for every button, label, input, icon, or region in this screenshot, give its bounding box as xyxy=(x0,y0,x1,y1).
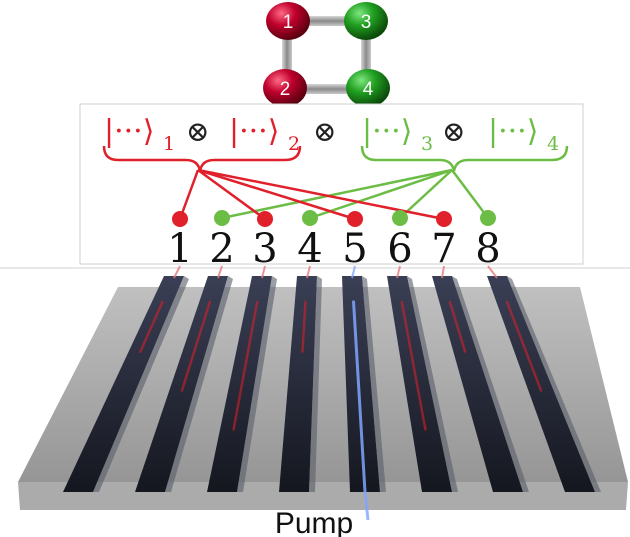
ket-subscript-4: 4 xyxy=(547,133,559,155)
atom-4 xyxy=(346,69,390,107)
port-dot-1 xyxy=(172,211,188,227)
waveguide-side-7 xyxy=(452,276,529,492)
output-lead-7 xyxy=(441,265,445,279)
output-lead-1 xyxy=(173,265,181,279)
atom-label-2: 2 xyxy=(280,79,291,100)
waveguide-8 xyxy=(487,276,595,492)
waveguide-1 xyxy=(63,276,184,492)
output-lead-4 xyxy=(306,265,311,279)
waveguide-6 xyxy=(387,276,452,492)
photon-glow-3 xyxy=(232,300,259,431)
bond-1-3 xyxy=(289,16,361,26)
waveguide-side-3 xyxy=(237,276,277,492)
port-dot-4 xyxy=(302,210,318,226)
waveguide-3 xyxy=(207,276,272,492)
atom-label-1: 1 xyxy=(283,12,294,33)
pump-beam xyxy=(352,300,367,494)
output-lead-8 xyxy=(487,265,498,279)
port-dot-6 xyxy=(392,210,408,226)
atom-1 xyxy=(266,2,310,40)
ket-subscript-3: 3 xyxy=(421,133,433,155)
waveguide-5 xyxy=(342,276,380,492)
fan-line-3 xyxy=(197,168,266,221)
fan-line-2 xyxy=(221,168,453,220)
bond-3-4 xyxy=(361,28,371,82)
waveguide-side-4 xyxy=(309,276,322,492)
state-frame xyxy=(79,103,584,265)
fan-line-4 xyxy=(309,168,453,220)
output-lead-6 xyxy=(396,265,401,279)
photon-glow-2 xyxy=(180,300,212,392)
waveguide-side-5 xyxy=(362,276,386,492)
waveguide-4 xyxy=(279,276,317,492)
port-label-5: 5 xyxy=(342,226,367,272)
waveguide-side-8 xyxy=(507,276,601,492)
otimes-2: ⊗ xyxy=(313,115,336,148)
ket-1: |···⟩ xyxy=(104,114,154,149)
output-lead-3 xyxy=(261,265,266,279)
waveguide-side-2 xyxy=(165,276,233,492)
port-dot-5 xyxy=(347,211,363,227)
waveguide-side-1 xyxy=(93,276,189,492)
output-lead-2 xyxy=(217,265,223,279)
atom-2 xyxy=(263,69,307,107)
ket-subscript-2: 2 xyxy=(288,133,300,155)
ket-4: |···⟩ xyxy=(488,114,538,149)
photon-glow-7 xyxy=(448,300,467,353)
port-dot-8 xyxy=(480,210,496,226)
port-label-7: 7 xyxy=(431,226,456,272)
port-label-3: 3 xyxy=(252,226,277,272)
bond-2-4 xyxy=(289,84,361,94)
fan-line-1 xyxy=(178,169,200,220)
output-lead-5 xyxy=(351,265,356,279)
chip-front-face xyxy=(18,482,628,510)
pump-label: Pump xyxy=(275,507,353,537)
ket-2: |···⟩ xyxy=(229,114,279,149)
port-label-6: 6 xyxy=(387,226,412,272)
photon-glow-6 xyxy=(400,300,427,431)
port-label-1: 1 xyxy=(167,226,192,272)
port-label-8: 8 xyxy=(475,226,500,272)
ket-3: |···⟩ xyxy=(362,114,412,149)
waveguide-7 xyxy=(432,276,523,492)
bond-1-2 xyxy=(282,28,292,82)
port-dot-2 xyxy=(214,210,230,226)
pump-input-beam xyxy=(363,491,370,521)
ket-subscript-1: 1 xyxy=(163,133,175,155)
waveguide-side-6 xyxy=(407,276,458,492)
port-dot-3 xyxy=(257,211,273,227)
waveguide-2 xyxy=(135,276,228,492)
otimes-1: ⊗ xyxy=(186,115,209,148)
fan-line-5 xyxy=(197,168,356,221)
molecule: 1 3 2 4 xyxy=(263,2,390,107)
chip xyxy=(18,265,628,521)
fan-line-6 xyxy=(399,169,453,219)
port-label-4: 4 xyxy=(297,226,322,272)
fan-line-8 xyxy=(451,169,489,219)
otimes-3: ⊗ xyxy=(442,115,465,148)
photon-glow-8 xyxy=(505,300,543,392)
atom-label-3: 3 xyxy=(361,12,372,33)
photon-glow-1 xyxy=(139,300,164,353)
port-label-2: 2 xyxy=(209,226,234,272)
atom-3 xyxy=(344,2,388,40)
photon-glow-4 xyxy=(301,300,307,353)
port-dot-7 xyxy=(436,211,452,227)
atom-label-4: 4 xyxy=(363,79,374,100)
